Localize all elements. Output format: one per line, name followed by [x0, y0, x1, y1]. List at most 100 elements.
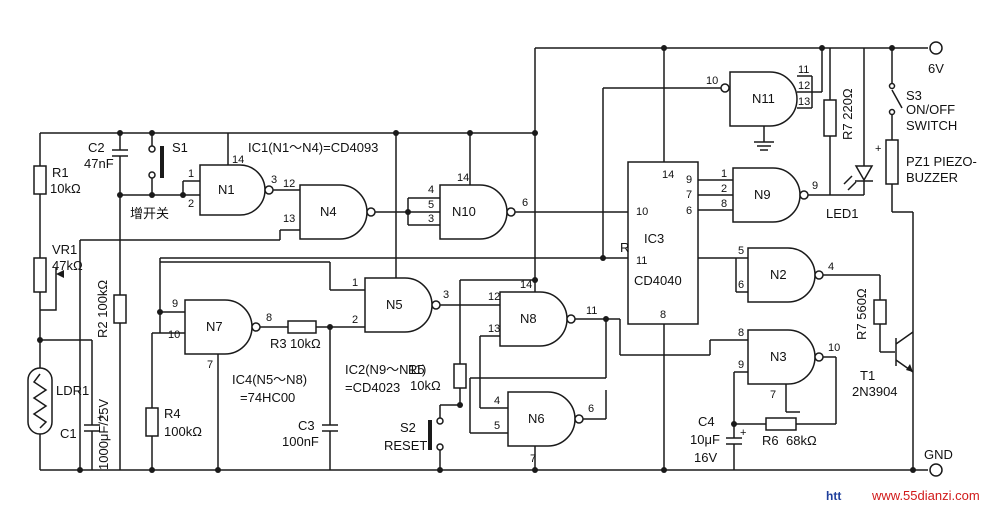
pin-n10-5: 5 — [428, 199, 434, 211]
pin-n3-10: 10 — [828, 342, 840, 354]
ic3-name: IC3 — [644, 231, 664, 246]
c4-name: C4 — [698, 414, 715, 429]
ic2-note-2: =CD4023 — [345, 380, 400, 395]
pin-n9-2: 2 — [721, 183, 727, 195]
gnd-rail — [40, 463, 943, 477]
pin-n9-8: 8 — [721, 198, 727, 210]
gate-n11 — [603, 45, 825, 151]
r1-value: 10kΩ — [50, 181, 81, 196]
pin-n4-13: 13 — [283, 213, 295, 225]
gate-n10-label: N10 — [452, 204, 476, 219]
pin-n11-11: 11 — [798, 64, 809, 76]
ic3-chip — [627, 45, 699, 473]
c1-name: C1 — [60, 426, 77, 441]
pin-n10-14: 14 — [457, 172, 469, 184]
pin-ic3-7: 7 — [686, 189, 692, 201]
pin-n7-7: 7 — [207, 359, 213, 371]
pin-n5-3: 3 — [443, 289, 449, 301]
c3-value: 100nF — [282, 434, 319, 449]
r5-resistor — [440, 363, 467, 408]
s3-name: S3 — [906, 88, 922, 103]
r2-resistor — [113, 294, 127, 470]
pin-n3-7: 7 — [770, 389, 776, 401]
pin-n9-9: 9 — [812, 180, 818, 192]
ldr1-label: LDR1 — [56, 383, 89, 398]
vr1-name: VR1 — [52, 242, 77, 257]
pz1-plus: + — [875, 143, 881, 155]
c1-value: 1000μF/25V — [96, 399, 111, 470]
r6-value: 68kΩ — [786, 433, 817, 448]
t1-name: T1 — [860, 368, 875, 383]
gate-n4 — [299, 184, 408, 240]
pin-n1-14: 14 — [232, 154, 244, 166]
r4-name: R4 — [164, 406, 181, 421]
pin-n7-8: 8 — [266, 312, 272, 324]
r5-value: 10kΩ — [410, 378, 441, 393]
s2-name: S2 — [400, 420, 416, 435]
vr1-potentiometer — [33, 257, 64, 368]
pin-ic3-14: 14 — [662, 169, 674, 181]
pin-n4-12: 12 — [283, 178, 295, 190]
gate-n7-label: N7 — [206, 319, 223, 334]
pin-n8-14: 14 — [520, 279, 532, 291]
pz1-note: BUZZER — [906, 170, 958, 185]
pin-n2-6: 6 — [738, 279, 744, 291]
n4-to-n5-wire — [160, 130, 399, 291]
pin-ic3-9: 9 — [686, 174, 692, 186]
pin-n8-11: 11 — [586, 305, 597, 317]
gate-n8 — [459, 277, 711, 433]
ldr1-photoresistor — [27, 367, 53, 470]
led1-diode — [830, 48, 874, 196]
pin-n1-3: 3 — [271, 174, 277, 186]
pin-n8-13: 13 — [488, 323, 500, 335]
gate-n2-label: N2 — [770, 267, 787, 282]
gate-n6 — [470, 390, 607, 473]
c4-value1: 10μF — [690, 432, 720, 447]
s3-note1: ON/OFF — [906, 102, 955, 117]
r1-name: R1 — [52, 165, 69, 180]
pin-n7-10: 10 — [168, 329, 180, 341]
ic1-note: IC1(N1～N4)=CD4093 — [248, 140, 378, 155]
gate-n3 — [710, 329, 837, 424]
r3-value: 10kΩ — [290, 336, 321, 351]
pin-ic3-11: 11 — [636, 255, 647, 267]
gnd-label: GND — [924, 447, 953, 462]
c2-capacitor — [112, 130, 128, 295]
ic4-note-2: =74HC00 — [240, 390, 295, 405]
gate-n11-label: N11 — [752, 91, 775, 106]
n4-pin13-wire — [77, 229, 300, 473]
pin-n2-5: 5 — [738, 245, 744, 257]
pin-n6-5: 5 — [494, 420, 500, 432]
c1-capacitor — [37, 337, 100, 470]
pin-n3-8: 8 — [738, 327, 744, 339]
r6-resistor — [731, 417, 836, 431]
r4-value: 100kΩ — [164, 424, 202, 439]
pin-n11-12: 12 — [798, 80, 810, 92]
ic3-reset-wire — [159, 88, 628, 262]
gate-n3-label: N3 — [770, 349, 787, 364]
r6-name: R6 — [762, 433, 779, 448]
c4-value2: 16V — [694, 450, 717, 465]
led1-label: LED1 — [826, 206, 859, 221]
gate-n10 — [405, 130, 628, 240]
pin-n5-1: 1 — [352, 277, 358, 289]
gate-n1 — [199, 133, 300, 216]
gate-n8-label: N8 — [520, 311, 537, 326]
ic4-note-1: IC4(N5～N8) — [232, 372, 307, 387]
r5-name: R5 — [408, 362, 425, 377]
gate-n4-label: N4 — [320, 204, 337, 219]
r7a-label: R7 220Ω — [840, 88, 855, 140]
r3-resistor — [287, 320, 365, 425]
pin-n6-6: 6 — [588, 403, 594, 415]
gate-n2 — [698, 247, 880, 303]
watermark-prefix: htt — [826, 489, 841, 503]
pin-n6-7: 7 — [530, 453, 536, 465]
gate-n9 — [698, 167, 830, 223]
pin-n5-2: 2 — [352, 314, 358, 326]
c3-name: C3 — [298, 418, 315, 433]
pz1-buzzer — [885, 139, 916, 473]
s3-note2: SWITCH — [906, 118, 957, 133]
t1-value: 2N3904 — [852, 384, 898, 399]
c2-name: C2 — [88, 140, 105, 155]
